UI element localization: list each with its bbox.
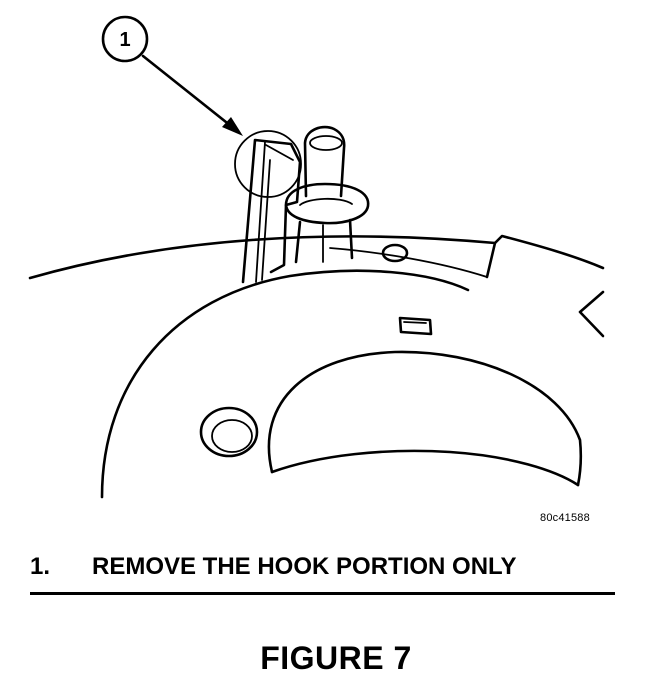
round-hole (199, 406, 259, 458)
inner-dome-edge (100, 269, 470, 499)
caption-text: REMOVE THE HOOK PORTION ONLY (92, 553, 517, 580)
caption-number: 1. (30, 553, 51, 580)
figure-reference-code: 80c41588 (540, 512, 590, 524)
rectangular-slot (398, 316, 433, 336)
leader-arrow (141, 54, 243, 136)
panel-outer-edge (28, 234, 605, 280)
caption-underline (30, 592, 615, 595)
retainer-post (284, 125, 370, 264)
callout-number: 1 (119, 29, 130, 51)
crescent-inner-edge (270, 449, 580, 487)
oval-hole (381, 243, 409, 263)
panel-notch (578, 290, 605, 338)
hook-tab (241, 138, 302, 284)
figure-title: FIGURE 7 (260, 640, 412, 676)
panel-step-edge (485, 241, 497, 279)
line-drawing: 1 (28, 15, 605, 499)
panel-inner-edge (329, 247, 488, 278)
crescent-outer-edge (267, 350, 583, 487)
callout-caption: 1. REMOVE THE HOOK PORTION ONLY (30, 553, 620, 581)
arrow-head (222, 117, 243, 136)
callout-balloon: 1 (101, 15, 149, 63)
